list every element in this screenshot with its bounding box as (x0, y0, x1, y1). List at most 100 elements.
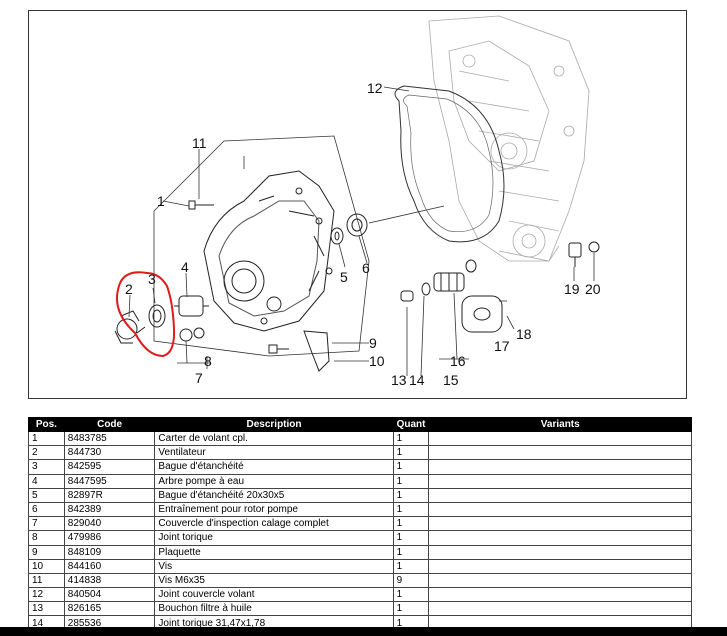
cell-variants (428, 501, 692, 518)
callout-10: 10 (369, 353, 385, 369)
oil-filter-cartridge-drawing (461, 295, 503, 333)
callout-2: 2 (125, 281, 133, 297)
leader-lines (128, 86, 595, 377)
cell-quant: 1 (392, 487, 430, 503)
cell-pos: 1 (28, 430, 65, 447)
diagram-drawing: 1 2 3 4 5 6 7 8 9 10 11 12 13 14 15 16 1… (114, 15, 601, 388)
cell-code: 8447595 (63, 473, 156, 489)
cell-code: 82897R (63, 487, 156, 503)
filter-element-drawing (433, 272, 465, 292)
callout-9: 9 (369, 335, 377, 351)
cell-pos: 3 (28, 459, 65, 475)
cell-description: Vis M6x35 (154, 572, 394, 589)
cell-variants (428, 445, 692, 461)
cell-variants (428, 430, 692, 447)
cell-code: 829040 (63, 516, 156, 532)
cell-quant: 1 (392, 445, 430, 461)
table-header-row: Pos. Code Description Quant Variants (28, 417, 692, 432)
header-description: Description (154, 417, 394, 432)
oring-drawing (421, 282, 431, 296)
cell-quant: 1 (392, 501, 430, 518)
header-quant: Quant (392, 417, 430, 432)
cell-description: Couvercle d'inspection calage complet (154, 516, 394, 532)
cell-quant: 1 (392, 558, 430, 574)
callout-16: 16 (450, 353, 466, 369)
cell-pos: 10 (28, 558, 65, 574)
callout-5: 5 (340, 269, 348, 285)
callout-7: 7 (195, 370, 203, 386)
cell-pos: 12 (28, 587, 65, 603)
highlight-circle (116, 271, 176, 358)
callout-3: 3 (148, 271, 156, 287)
cell-code: 8483785 (63, 430, 156, 447)
oil-filter-plug-drawing (400, 290, 414, 302)
cell-code: 844730 (63, 445, 156, 461)
cell-variants (428, 558, 692, 574)
callout-19: 19 (564, 281, 580, 297)
cell-pos: 11 (28, 572, 65, 589)
cell-description: Bague d'étanchéité (154, 459, 394, 475)
fan-impeller-drawing (114, 310, 146, 344)
cell-pos: 9 (28, 544, 65, 560)
header-pos: Pos. (28, 417, 65, 432)
cell-description: Joint torique (154, 530, 394, 546)
cell-pos: 5 (28, 487, 65, 503)
callout-6: 6 (362, 260, 370, 276)
cell-pos: 2 (28, 445, 65, 461)
callout-11: 11 (192, 135, 207, 151)
cell-variants (428, 516, 692, 532)
cell-description: Ventilateur (154, 445, 394, 461)
seal-drawing (148, 304, 166, 328)
cell-code: 479986 (63, 530, 156, 546)
callout-1: 1 (157, 193, 165, 209)
cell-variants (428, 530, 692, 546)
pump-shaft-drawing (174, 295, 209, 317)
cell-quant: 1 (392, 473, 430, 489)
cell-quant: 1 (392, 587, 430, 603)
callout-18: 18 (516, 326, 532, 342)
callout-4: 4 (181, 259, 189, 275)
cell-variants (428, 459, 692, 475)
callout-13: 13 (391, 372, 407, 388)
cell-quant: 1 (392, 459, 430, 475)
cell-code: 848109 (63, 544, 156, 560)
engine-block-drawing (428, 15, 590, 262)
cell-pos: 4 (28, 473, 65, 489)
cell-code: 842389 (63, 501, 156, 518)
seal-20x30-drawing (330, 227, 344, 245)
cell-code: 842595 (63, 459, 156, 475)
cell-code: 840504 (63, 587, 156, 603)
oring2-drawing (465, 259, 477, 273)
callout-17: 17 (494, 338, 510, 354)
gasket-outline (394, 85, 505, 243)
cell-variants (428, 572, 692, 589)
cell-pos: 6 (28, 501, 65, 518)
cell-pos: 13 (28, 601, 65, 617)
cell-quant: 1 (392, 516, 430, 532)
cell-description: Vis (154, 558, 394, 574)
cell-description: Arbre pompe à eau (154, 473, 394, 489)
cell-variants (428, 487, 692, 503)
cell-description: Bague d'étanchéité 20x30x5 (154, 487, 394, 503)
header-code: Code (63, 417, 156, 432)
rotor-drive-drawing (346, 213, 368, 237)
sensor-drawing (568, 242, 582, 267)
cell-code: 844160 (63, 558, 156, 574)
cell-code: 826165 (63, 601, 156, 617)
cell-description: Carter de volant cpl. (154, 430, 394, 447)
exploded-parts-diagram: 1 2 3 4 5 6 7 8 9 10 11 12 13 14 15 16 1… (28, 10, 687, 399)
